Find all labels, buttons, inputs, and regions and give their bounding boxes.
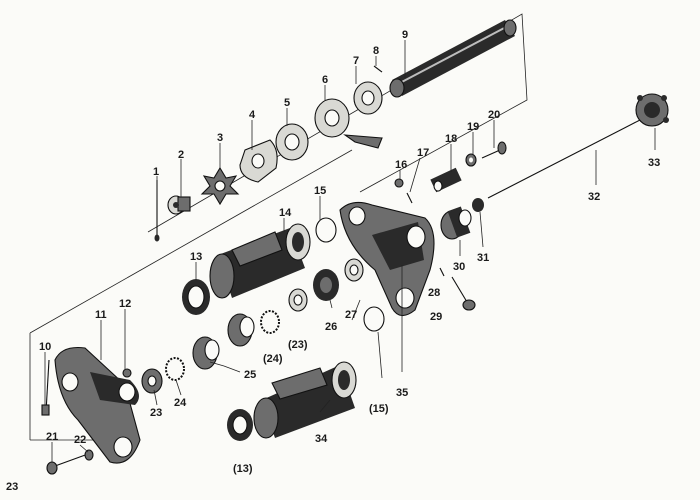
part-13b-seal (227, 409, 253, 441)
part-15b-o-ring (363, 306, 385, 332)
callout-29: 29 (430, 311, 442, 323)
callout-9: 9 (402, 29, 408, 41)
part-19-nut (465, 153, 477, 167)
part-5-washer (275, 123, 309, 161)
part-25-bearing-lower (192, 336, 220, 370)
callout-30: 30 (453, 261, 465, 273)
callout-1: 1 (153, 166, 159, 178)
part-30-bush (440, 206, 472, 240)
callout-15b: (15) (369, 403, 389, 415)
callout-8: 8 (373, 45, 379, 57)
callout-15: 15 (314, 185, 326, 197)
part-24-star-washer (165, 357, 185, 381)
part-29-bolt (451, 276, 476, 311)
part-12-grease-nipple (122, 368, 132, 378)
callout-19: 19 (467, 121, 479, 133)
callout-12: 12 (119, 298, 131, 310)
callout-4: 4 (249, 109, 256, 121)
callout-2: 2 (178, 149, 184, 161)
part-32-rod (487, 119, 641, 199)
part-10-screw (41, 359, 50, 416)
callout-34: 34 (315, 433, 328, 445)
callout-17: 17 (417, 147, 429, 159)
callout-23b: (23) (288, 339, 308, 351)
callout-28: 28 (428, 287, 440, 299)
part-26-cup (313, 269, 339, 301)
part-35-bracket (339, 201, 435, 317)
part-25-bearing-upper (227, 313, 255, 347)
part-28-pin (439, 267, 445, 277)
callout-13b: (13) (233, 463, 253, 475)
callout-32: 32 (588, 191, 600, 203)
part-34-lower-sleeve (253, 361, 357, 439)
part-31-collar (472, 198, 484, 212)
part-22-washer (84, 449, 94, 461)
part-7-washer (353, 81, 383, 115)
part-23b-bush (288, 288, 308, 312)
part-20-bolt (481, 141, 507, 159)
callout-31: 31 (477, 252, 489, 264)
part-33-knob (635, 93, 669, 127)
callout-11: 11 (95, 309, 107, 321)
part-16-nipple (394, 178, 404, 188)
part-11-bracket (54, 346, 141, 464)
part-27-ring (344, 258, 364, 282)
leader-lines (44, 40, 656, 462)
part-2-bolt (167, 195, 191, 215)
callout-33: 33 (648, 157, 660, 169)
part-4-plate (239, 139, 278, 183)
part-23-bush (141, 368, 163, 394)
figure-number: 23 (6, 481, 18, 493)
callout-6: 6 (322, 74, 328, 86)
part-17-spring (406, 192, 413, 204)
callout-20: 20 (488, 109, 500, 121)
callout-26: 26 (325, 321, 337, 333)
callout-27: 27 (345, 309, 357, 321)
callout-24b: (24) (263, 353, 283, 365)
callout-35: 35 (396, 387, 408, 399)
callout-5: 5 (284, 97, 290, 109)
callout-16: 16 (395, 159, 407, 171)
part-3-star-washer (200, 166, 240, 206)
callout-25: 25 (244, 369, 256, 381)
callout-10: 10 (39, 341, 51, 353)
callout-21: 21 (46, 431, 58, 443)
callout-18: 18 (445, 133, 457, 145)
callout-22: 22 (74, 434, 86, 446)
part-24b-star-washer (260, 310, 280, 334)
part-9-shaft (389, 19, 517, 98)
part-14-upper-sleeve (209, 223, 311, 299)
callout-23: 23 (150, 407, 162, 419)
part-21-bolt (46, 453, 89, 475)
callout-13: 13 (190, 251, 202, 263)
part-18-adjuster (430, 167, 462, 193)
part-13-seal (182, 279, 210, 315)
part-8-pin (373, 65, 383, 73)
callout-14: 14 (279, 207, 292, 219)
part-15-o-ring (315, 217, 337, 243)
callout-7: 7 (353, 55, 359, 67)
part-6-tab-washer (314, 98, 383, 149)
callout-24: 24 (174, 397, 187, 409)
callout-labels: 1 2 3 4 5 6 7 8 9 10 11 12 13 (13) 14 15… (39, 29, 660, 475)
callout-3: 3 (217, 132, 223, 144)
